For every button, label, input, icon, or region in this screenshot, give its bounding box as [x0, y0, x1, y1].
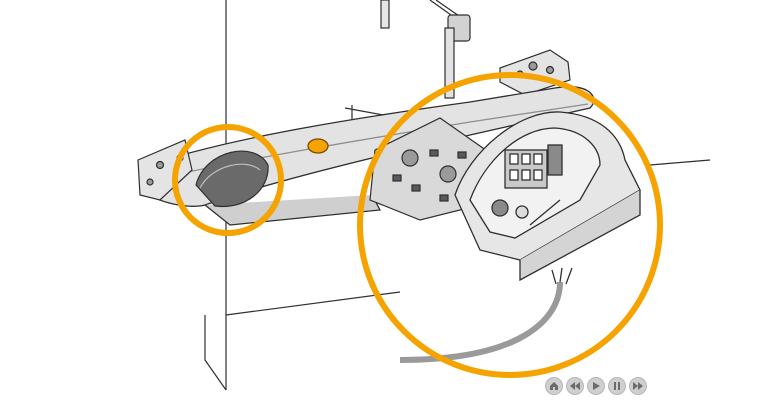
player-controls — [545, 375, 655, 397]
home-icon — [550, 382, 558, 390]
highlight-circle-end-cap — [172, 124, 284, 236]
pause-icon — [614, 382, 620, 390]
play-button[interactable] — [587, 377, 605, 395]
rewind-icon — [570, 382, 580, 390]
home-button[interactable] — [545, 377, 563, 395]
end-cap — [195, 150, 269, 208]
fast-forward-icon — [633, 382, 643, 390]
play-icon — [593, 382, 600, 390]
highlight-circle-terminal — [357, 72, 663, 378]
rewind-button[interactable] — [566, 377, 584, 395]
terminal-housing-detail — [399, 111, 641, 363]
pause-button[interactable] — [608, 377, 626, 395]
fast-forward-button[interactable] — [629, 377, 647, 395]
